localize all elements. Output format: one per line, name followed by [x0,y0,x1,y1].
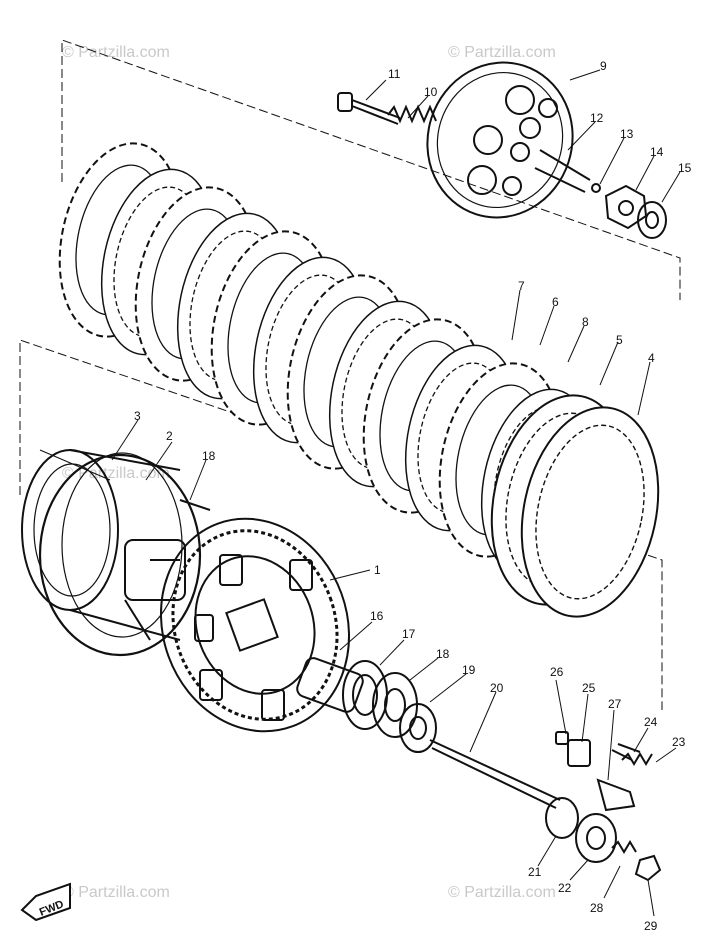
forward-arrow-icon: FWD [20,882,71,922]
watermark-top-left: © Partzilla.com [62,44,170,61]
part-label: 26 [550,665,564,679]
push-rod-assembly [337,92,437,125]
part-label: 11 [388,67,401,81]
part-label: 15 [678,161,692,175]
part-label: 20 [490,681,504,695]
watermark-top-right: © Partzilla.com [448,44,556,61]
release-mechanism [545,731,662,882]
part-label: 22 [558,881,572,895]
clutch-plate-stack [58,142,660,618]
watermark-mid-left: © Partzilla.com [62,465,170,482]
part-label: 16 [370,609,384,623]
part-label: 9 [600,59,607,73]
part-label: 18 [436,647,450,661]
part-label: 25 [582,681,596,695]
part-label: 6 [552,295,559,309]
part-label: 29 [644,919,658,933]
part-label: 3 [134,409,141,423]
part-label: 28 [590,901,604,915]
nut-and-washer [591,183,667,239]
part-label: 18 [202,449,216,463]
part-label: 10 [424,85,438,99]
part-label: 14 [650,145,664,159]
part-label: 21 [528,865,542,879]
end-plate [520,406,660,618]
pressure-plate [426,61,591,219]
part-label: 23 [672,735,686,749]
part-label: 24 [644,715,658,729]
watermark-bottom-right: © Partzilla.com [448,884,556,901]
part-label: 17 [402,627,416,641]
shaft-parts [296,657,561,809]
part-label: 4 [648,351,655,365]
end-plate-inner-ring [535,424,645,600]
clutch-boss-gear [124,499,351,733]
part-label: 27 [608,697,622,711]
clutch-housing [21,449,202,657]
part-label: 13 [620,127,634,141]
part-label: 8 [582,315,589,329]
part-label: 19 [462,663,476,677]
leader-lines [39,69,681,917]
part-label: 5 [616,333,623,347]
watermark-bottom-left: © Partzilla.com [62,884,170,901]
part-number-labels: 1 2 3 4 5 6 7 8 9 10 11 12 13 14 15 16 1… [134,59,692,933]
part-label: 2 [166,429,173,443]
part-label: 7 [518,279,525,293]
part-label: 12 [590,111,604,125]
part-label: 1 [374,563,381,577]
